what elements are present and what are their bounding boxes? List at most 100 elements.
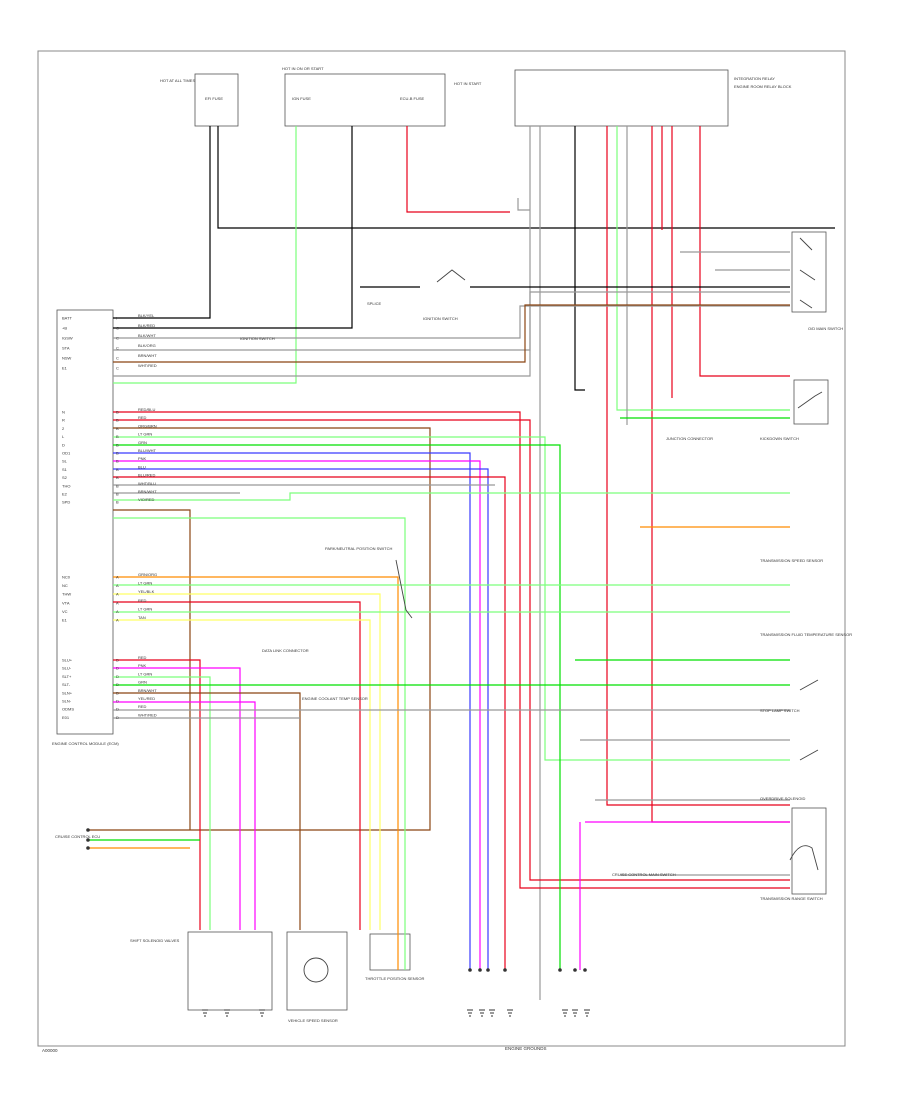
ground-icon: [584, 1009, 590, 1017]
ecm-pin-wire-color: WHT/RED: [138, 363, 157, 368]
ecm-pin-letter: B: [116, 500, 119, 505]
wire-black: [217, 126, 835, 229]
ecm-pin-code: SLT+: [62, 674, 72, 679]
wire-brown: [113, 509, 191, 830]
ground-icon: [489, 1009, 495, 1017]
ecm-pin-letter: A: [116, 583, 119, 588]
ground-icon: [224, 1009, 230, 1017]
ignition-switch-2-label: IGNITION SWITCH: [240, 336, 275, 341]
ecm-pin-letter: B: [116, 483, 119, 488]
vehicle-speed-sensor-box: [286, 931, 348, 1011]
trans-speed-label: TRANSMISSION SPEED SENSOR: [760, 558, 823, 563]
ecm-pin-wire-color: RED: [138, 598, 147, 603]
ecm-pin-wire-color: VIO/RED: [138, 497, 155, 502]
ecm-pin-code: IGSW: [62, 336, 73, 341]
ecm-pin-code: THO: [62, 483, 70, 488]
ecm-pin-letter: D: [116, 682, 119, 687]
ecm-pin-letter: C: [116, 366, 119, 371]
ecm-pin-letter: D: [116, 707, 119, 712]
od-switch-symbol: [799, 237, 816, 309]
ecm-pin-wire-color: ORG/BRN: [138, 423, 157, 428]
ecm-pin-letter: B: [116, 451, 119, 456]
ignition-switch-symbol: [436, 269, 466, 283]
ecm-pin-code: R: [62, 418, 65, 423]
ecm-pin-code: SLN+: [62, 690, 73, 695]
shift-solenoids-label: SHIFT SOLENOID VALVES: [130, 938, 180, 943]
top-relay-box: [514, 69, 729, 127]
ecm-pin-wire-color: BLU/RED: [138, 473, 155, 478]
ecm-pin-letter: D: [116, 715, 119, 720]
ecm-pin-wire-color: YEL/BLK: [138, 589, 155, 594]
ecm-pin-letter: B: [116, 475, 119, 480]
cruise-main-label: CRUISE CONTROL MAIN SWITCH: [612, 872, 676, 877]
engine-coolant-label: ENGINE COOLANT TEMP SENSOR: [302, 696, 368, 701]
wire-pink: [113, 460, 481, 970]
park-neutral-switch-symbol: [395, 559, 413, 619]
trans-range-switch-symbol: [789, 845, 819, 871]
stop-lamp-switch-symbol: [799, 679, 819, 761]
ecm-pin-code: BATT: [62, 316, 72, 321]
ecm-pin-code: OD1: [62, 451, 71, 456]
ecm-pin-code: SPD: [62, 500, 70, 505]
ecm-pin-letter: A: [116, 609, 119, 614]
ecm-pin-code: STA: [62, 346, 70, 351]
wire-lt-green: [113, 126, 297, 384]
ecm-pin-code: NC: [62, 583, 68, 588]
ecm-pin-code: E1: [62, 366, 68, 371]
ecm-pin-code: S1: [62, 467, 68, 472]
ecm-pin-code: S2: [62, 475, 68, 480]
ecm-pin-code: E01: [62, 715, 70, 720]
top-center-fuse1-label: IGN FUSE: [292, 96, 311, 101]
ecm-pin-letter: C: [116, 326, 119, 331]
ecm-pin-letter: B: [116, 410, 119, 415]
wire-brown: [88, 427, 431, 831]
ecm-pin-letter: A: [116, 600, 119, 605]
diagram-frame: [37, 50, 846, 1047]
ecm-pin-code: SLU+: [62, 658, 73, 663]
ecm-pin-code: D: [62, 442, 65, 447]
ignition-switch-label: IGNITION SWITCH: [423, 316, 458, 321]
connector-dot: [573, 968, 577, 972]
vehicle-speed-sensor-icon: [303, 957, 329, 983]
wire-gray: [113, 305, 790, 339]
ecm-pin-code: 2: [62, 426, 65, 431]
ecm-pin-wire-color: RED: [138, 415, 147, 420]
ecm-pin-code: ODMS: [62, 707, 74, 712]
ecm-pin-letter: B: [116, 426, 119, 431]
ground-icon: [467, 1009, 473, 1017]
ecm-pin-wire-color: BLU: [138, 464, 146, 469]
wire-blue: [113, 452, 471, 970]
ecm-pin-letter: B: [116, 467, 119, 472]
ecm-pin-wire-color: BLK/RED: [138, 323, 155, 328]
ecm-pin-code: SLT-: [62, 682, 71, 687]
ground-icon: [572, 1009, 578, 1017]
wire-blue: [113, 468, 489, 970]
wire-lt-green: [113, 492, 790, 501]
wire-red: [113, 601, 361, 930]
wire-red: [113, 659, 201, 930]
kickdown-label: KICKDOWN SWITCH: [760, 436, 799, 441]
wire-lt-green: [113, 517, 406, 970]
ecm-pin-letter: D: [116, 658, 119, 663]
trans-range-box: [791, 807, 827, 895]
top-fuse-box-left: [194, 73, 239, 127]
wire-red: [113, 419, 790, 881]
connector-dot: [583, 968, 587, 972]
ecm-pin-letter: B: [116, 459, 119, 464]
wire-orange: [113, 576, 399, 970]
ground-symbols: [86, 828, 590, 1017]
ground-icon: [202, 1009, 208, 1017]
wire-black: [113, 126, 211, 319]
wire-red: [606, 126, 790, 806]
top-center-box-label: HOT IN ON OR START: [282, 66, 324, 71]
ecm-pin-wire-color: LT GRN: [138, 606, 152, 611]
wire-lt-green: [616, 126, 790, 411]
connector-dot: [503, 968, 507, 972]
ecm-pin-wire-color: LT GRN: [138, 671, 152, 676]
ecm-pin-wire-color: LT GRN: [138, 581, 152, 586]
wire-black: [574, 126, 585, 391]
data-link-label: DATA LINK CONNECTOR: [262, 648, 309, 653]
top-right-box-sub: ENGINE ROOM RELAY BLOCK: [734, 84, 792, 89]
